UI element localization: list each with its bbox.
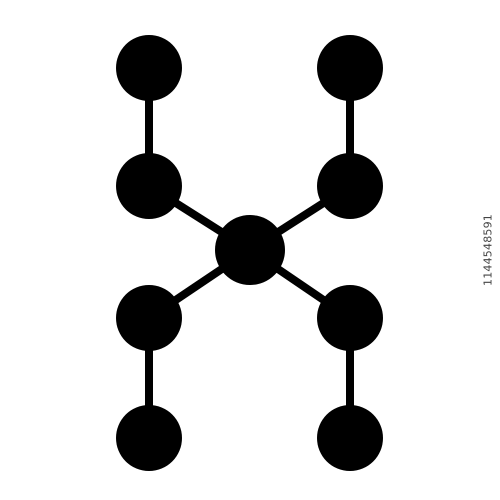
node-center bbox=[215, 215, 285, 285]
node-top-right bbox=[317, 35, 383, 101]
node-lower-right bbox=[317, 285, 383, 351]
node-upper-left bbox=[116, 153, 182, 219]
image-id-label: 1144548591 bbox=[481, 214, 495, 286]
node-lower-left bbox=[116, 285, 182, 351]
node-upper-right bbox=[317, 153, 383, 219]
node-bottom-right bbox=[317, 405, 383, 471]
node-bottom-left bbox=[116, 405, 182, 471]
node-top-left bbox=[116, 35, 182, 101]
